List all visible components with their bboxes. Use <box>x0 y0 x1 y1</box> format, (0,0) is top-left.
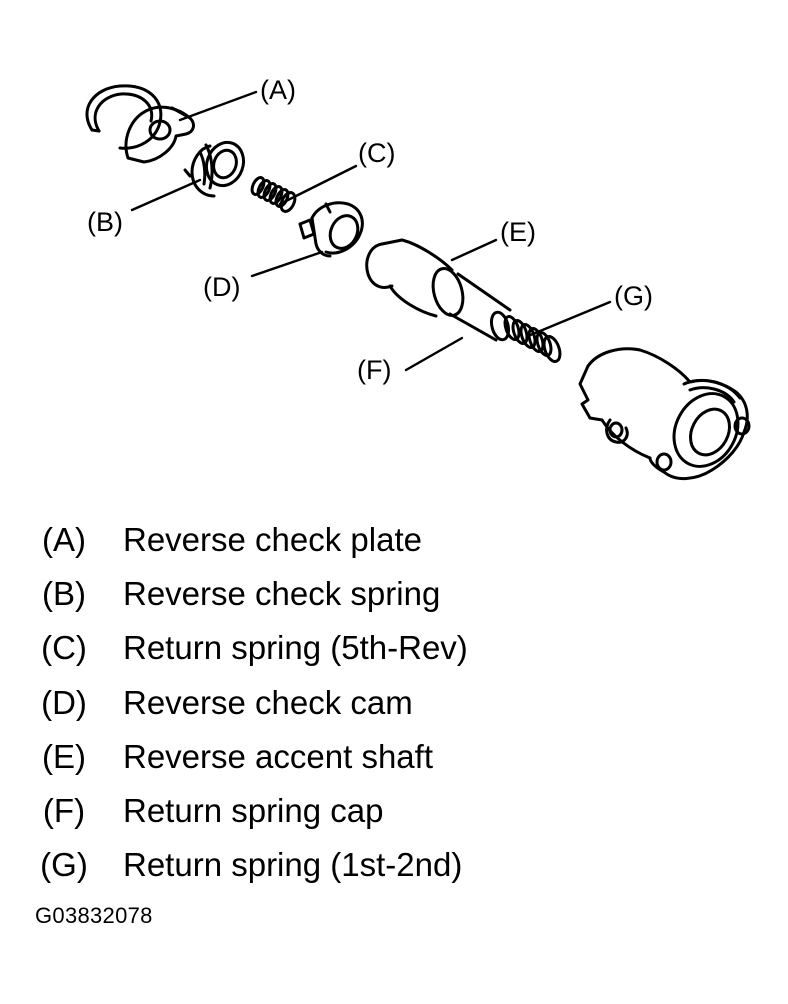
callout-e: (E) <box>500 217 536 247</box>
callout-a: (A) <box>260 75 296 105</box>
exploded-parts-diagram: (A) (B) (C) (D) (E) (F) (G) <box>85 75 751 480</box>
callout-g: (G) <box>614 281 653 311</box>
legend-text: Reverse accent shaft <box>123 738 433 775</box>
legend-text: Return spring (1st-2nd) <box>123 846 463 883</box>
legend-text: Reverse check spring <box>123 575 441 612</box>
legend-letter: (B) <box>42 575 86 612</box>
callout-d: (D) <box>203 272 240 302</box>
callout-c: (C) <box>358 138 395 168</box>
legend-text: Return spring cap <box>123 792 384 829</box>
callout-b: (B) <box>87 207 123 237</box>
return-spring-5th-rev-part <box>250 176 297 213</box>
callout-f: (F) <box>357 355 391 385</box>
reverse-check-spring-part <box>183 140 246 198</box>
return-spring-1st-2nd-part <box>503 315 562 363</box>
legend-letter: (A) <box>42 521 86 558</box>
legend-letter: (F) <box>42 792 86 829</box>
legend-letter: (C) <box>41 629 87 666</box>
legend-letter: (G) <box>40 846 88 883</box>
legend-text: Reverse check plate <box>123 521 422 558</box>
figure-code: G03832078 <box>35 903 153 928</box>
reverse-accent-shaft-part <box>365 238 512 342</box>
shaft-housing-part <box>578 347 751 480</box>
legend-letter: (D) <box>41 684 87 721</box>
snap-ring-part <box>85 84 163 150</box>
legend-text: Reverse check cam <box>123 684 413 721</box>
legend-letter: (E) <box>42 738 86 775</box>
reverse-check-cam-part <box>298 201 364 258</box>
leader-lines <box>130 90 612 372</box>
legend-text: Return spring (5th-Rev) <box>123 629 468 666</box>
